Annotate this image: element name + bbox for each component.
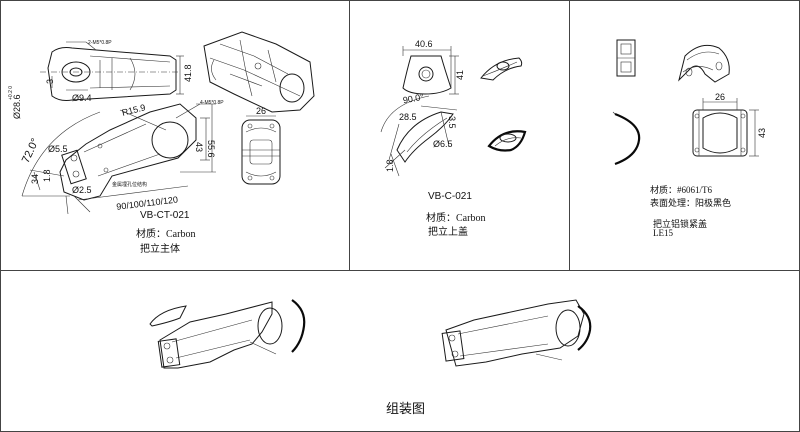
cap-dim-40-6: 40.6 <box>415 39 433 49</box>
dim-3: 3 <box>45 79 55 84</box>
cap-dim-41: 41 <box>455 70 465 80</box>
clamp-drawing: 26 43 <box>612 39 767 166</box>
cap-dim-90: 90.0° <box>402 92 425 106</box>
bolt-note-mid: 4-M5*0.8P <box>200 100 224 106</box>
inner-structure-note: 金属埋孔位结构 <box>112 181 147 188</box>
assembly-assembled-view <box>441 299 592 367</box>
dim-5-5: Ø5.5 <box>48 144 68 154</box>
cap-front-view <box>402 46 459 95</box>
top-cap-material: 材质：Carbon <box>426 213 486 224</box>
dim-26-front: 26 <box>256 106 266 116</box>
clamp-iso-view <box>678 44 730 83</box>
cap-dim-6-5: Ø6.5 <box>433 139 453 149</box>
assembly-title: 组装图 <box>386 401 426 416</box>
stem-iso-view <box>203 31 315 113</box>
stem-body-drawing: 2-M5*0.8P 41.8 3 Ø9.4 <box>8 31 315 215</box>
clamp-part-code: LE15 <box>653 228 673 238</box>
dim-28-6: Ø28.6 <box>12 94 22 119</box>
clamp-part-name: 把立铝锁紧盖 <box>653 219 708 229</box>
clamp-dim-43: 43 <box>757 128 767 138</box>
cap-dim-3-5: 3.5 <box>447 116 457 129</box>
dim-34: 34 <box>30 174 40 184</box>
clamp-material: 材质：#6061/T6 <box>650 185 712 195</box>
stem-body-material: 材质：Carbon <box>136 229 196 240</box>
stem-body-part-name: 把立主体 <box>140 244 180 255</box>
top-cap-part-name: 把立上盖 <box>428 227 468 238</box>
dim-9-4: Ø9.4 <box>72 93 92 103</box>
dim-1-8: 1.8 <box>42 169 52 182</box>
clamp-front-view <box>616 39 636 77</box>
clamp-top-view <box>692 98 759 157</box>
dim-43-side: 43 <box>194 142 204 152</box>
dim-angle-72: 72.0° <box>20 137 42 165</box>
cap-dim-28-5: 28.5 <box>399 112 417 122</box>
top-cap-part-code: VB-C-021 <box>428 191 472 202</box>
clamp-side-view <box>612 111 641 166</box>
dim-55-6: 55.6 <box>206 140 216 158</box>
cap-iso-view-top <box>480 57 523 81</box>
cap-dim-1-8: 1.8 <box>385 159 395 172</box>
dim-41-8: 41.8 <box>183 64 193 82</box>
assembly-exploded-view <box>149 299 306 369</box>
top-cap-drawing: 40.6 41 90.0° 28.5 3.5 Ø6.5 1.8 <box>380 39 527 177</box>
stem-side-view <box>21 103 216 215</box>
assembly-drawing <box>149 299 592 369</box>
stem-body-part-code: VB-CT-021 <box>140 210 190 221</box>
dim-2-5: Ø2.5 <box>72 185 92 195</box>
clamp-dim-26: 26 <box>715 92 725 102</box>
bolt-note-top: 2-M5*0.8P <box>88 40 112 46</box>
dim-28-6-tol: +0.2 0 <box>8 86 14 100</box>
cap-iso-view-bottom <box>487 130 527 152</box>
stem-top-view <box>40 41 184 101</box>
clamp-finish: 表面处理：阳极黑色 <box>650 198 732 208</box>
cap-side-view <box>380 95 458 177</box>
stem-front-view <box>241 115 281 185</box>
